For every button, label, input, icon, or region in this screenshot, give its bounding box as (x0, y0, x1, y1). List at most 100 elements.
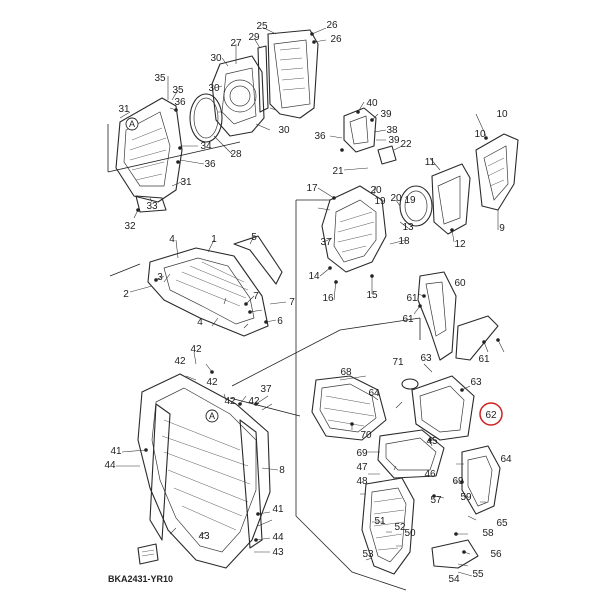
reference-mark-a-lower (205, 409, 219, 423)
callout-47: 47 (356, 462, 368, 473)
part-60-bracket (417, 271, 457, 361)
callout-9: 9 (499, 223, 505, 234)
callout-51: 51 (374, 516, 386, 527)
callout-70: 70 (360, 430, 372, 441)
callout-30: 30 (278, 125, 290, 136)
callout-2: 2 (123, 289, 129, 300)
callout-61: 61 (478, 354, 490, 365)
callout-50: 50 (404, 528, 416, 539)
callout-31: 31 (118, 104, 130, 115)
callout-60: 60 (454, 278, 466, 289)
callout-10: 10 (474, 129, 486, 140)
part-1-frame (147, 247, 269, 337)
callout-62: 62 (485, 410, 497, 421)
middle-left-frame-group (109, 235, 421, 417)
callout-7: 7 (253, 291, 259, 302)
lower-right-panel-group (295, 271, 505, 591)
part-28-seal (189, 93, 223, 143)
callout-11: 11 (425, 157, 436, 168)
callout-26: 26 (326, 20, 338, 31)
callout-43: 43 (272, 547, 284, 558)
callout-44: 44 (272, 532, 284, 543)
callout-30: 30 (208, 83, 220, 94)
callout-69: 69 (356, 448, 368, 459)
callout-36: 36 (174, 97, 186, 108)
callout-40: 40 (366, 98, 378, 109)
callout-20: 20 (390, 193, 402, 204)
callout-13: 13 (402, 222, 414, 233)
callout-28: 28 (230, 149, 242, 160)
reference-mark-a-upper (125, 117, 139, 131)
callout-69: 69 (452, 476, 464, 487)
callout-7: 7 (289, 297, 295, 308)
upper-left-duct-group: A (107, 27, 327, 219)
callout-36: 36 (314, 131, 326, 142)
part-51-panel (361, 477, 415, 575)
callout-59: 59 (460, 492, 472, 503)
callout-62-highlight (479, 402, 503, 426)
part-8-body (137, 373, 271, 569)
callout-41: 41 (272, 504, 284, 515)
part-58-bracket (431, 539, 479, 569)
callout-35: 35 (172, 85, 184, 96)
callout-43: 43 (198, 531, 210, 542)
part-31-duct (115, 97, 183, 203)
callout-68: 68 (340, 367, 352, 378)
part-29-strip (257, 45, 269, 113)
callout-64: 64 (368, 388, 380, 399)
callout-19: 19 (404, 195, 416, 206)
callout-52: 52 (394, 522, 406, 533)
callout-42: 42 (224, 396, 236, 407)
callout-63: 63 (470, 377, 482, 388)
part-5-strip (233, 235, 283, 285)
callout-41: 41 (110, 446, 122, 457)
callout-34: 34 (200, 141, 212, 152)
callout-31: 31 (180, 177, 192, 188)
callout-6: 6 (277, 316, 283, 327)
part-62-side (461, 445, 501, 515)
lower-left-body-group: A (116, 351, 279, 569)
callout-63: 63 (420, 353, 432, 364)
callout-57: 57 (430, 495, 442, 506)
callout-42: 42 (174, 356, 186, 367)
callout-46: 46 (424, 469, 436, 480)
part-45-tray (377, 429, 445, 479)
callout-36: 36 (204, 159, 216, 170)
part-13-frame (321, 185, 387, 273)
callout-22: 22 (400, 139, 412, 150)
part-38-bracket (343, 107, 377, 153)
label-plate (137, 543, 159, 565)
callout-54: 54 (448, 574, 460, 585)
part-9-panel (475, 133, 519, 211)
callout-48: 48 (356, 476, 368, 487)
part-26-cover (267, 29, 319, 119)
callout-42: 42 (206, 377, 218, 388)
callout-56: 56 (490, 549, 502, 560)
callout-55: 55 (472, 569, 484, 580)
diagram-code: BKA2431-YR10 (108, 574, 173, 584)
callout-37: 37 (260, 384, 272, 395)
upper-right-panel-group (295, 101, 519, 410)
part-12-housing (431, 163, 471, 235)
callout-44: 44 (104, 460, 116, 471)
callout-39: 39 (380, 109, 392, 120)
callout-53: 53 (362, 549, 374, 560)
callout-37: 37 (320, 237, 332, 248)
part-22-clip (377, 145, 397, 165)
callout-33: 33 (146, 201, 158, 212)
callout-15: 15 (366, 290, 378, 301)
callout-64: 64 (500, 454, 512, 465)
callout-27: 27 (230, 38, 242, 49)
callout-42: 42 (190, 344, 202, 355)
callout-labels: 25 26 26 27 29 30 30 30 35 35 36 31 34 2… (104, 20, 512, 585)
callout-19: 19 (374, 196, 386, 207)
callout-1: 1 (211, 234, 217, 245)
reference-mark-a-upper-label: A (129, 119, 135, 129)
part-68-cover (311, 375, 387, 441)
callout-45: 45 (426, 436, 438, 447)
part-33-base (135, 195, 167, 213)
callout-21: 21 (332, 166, 344, 177)
callout-32: 32 (124, 221, 136, 232)
callout-8: 8 (279, 465, 285, 476)
